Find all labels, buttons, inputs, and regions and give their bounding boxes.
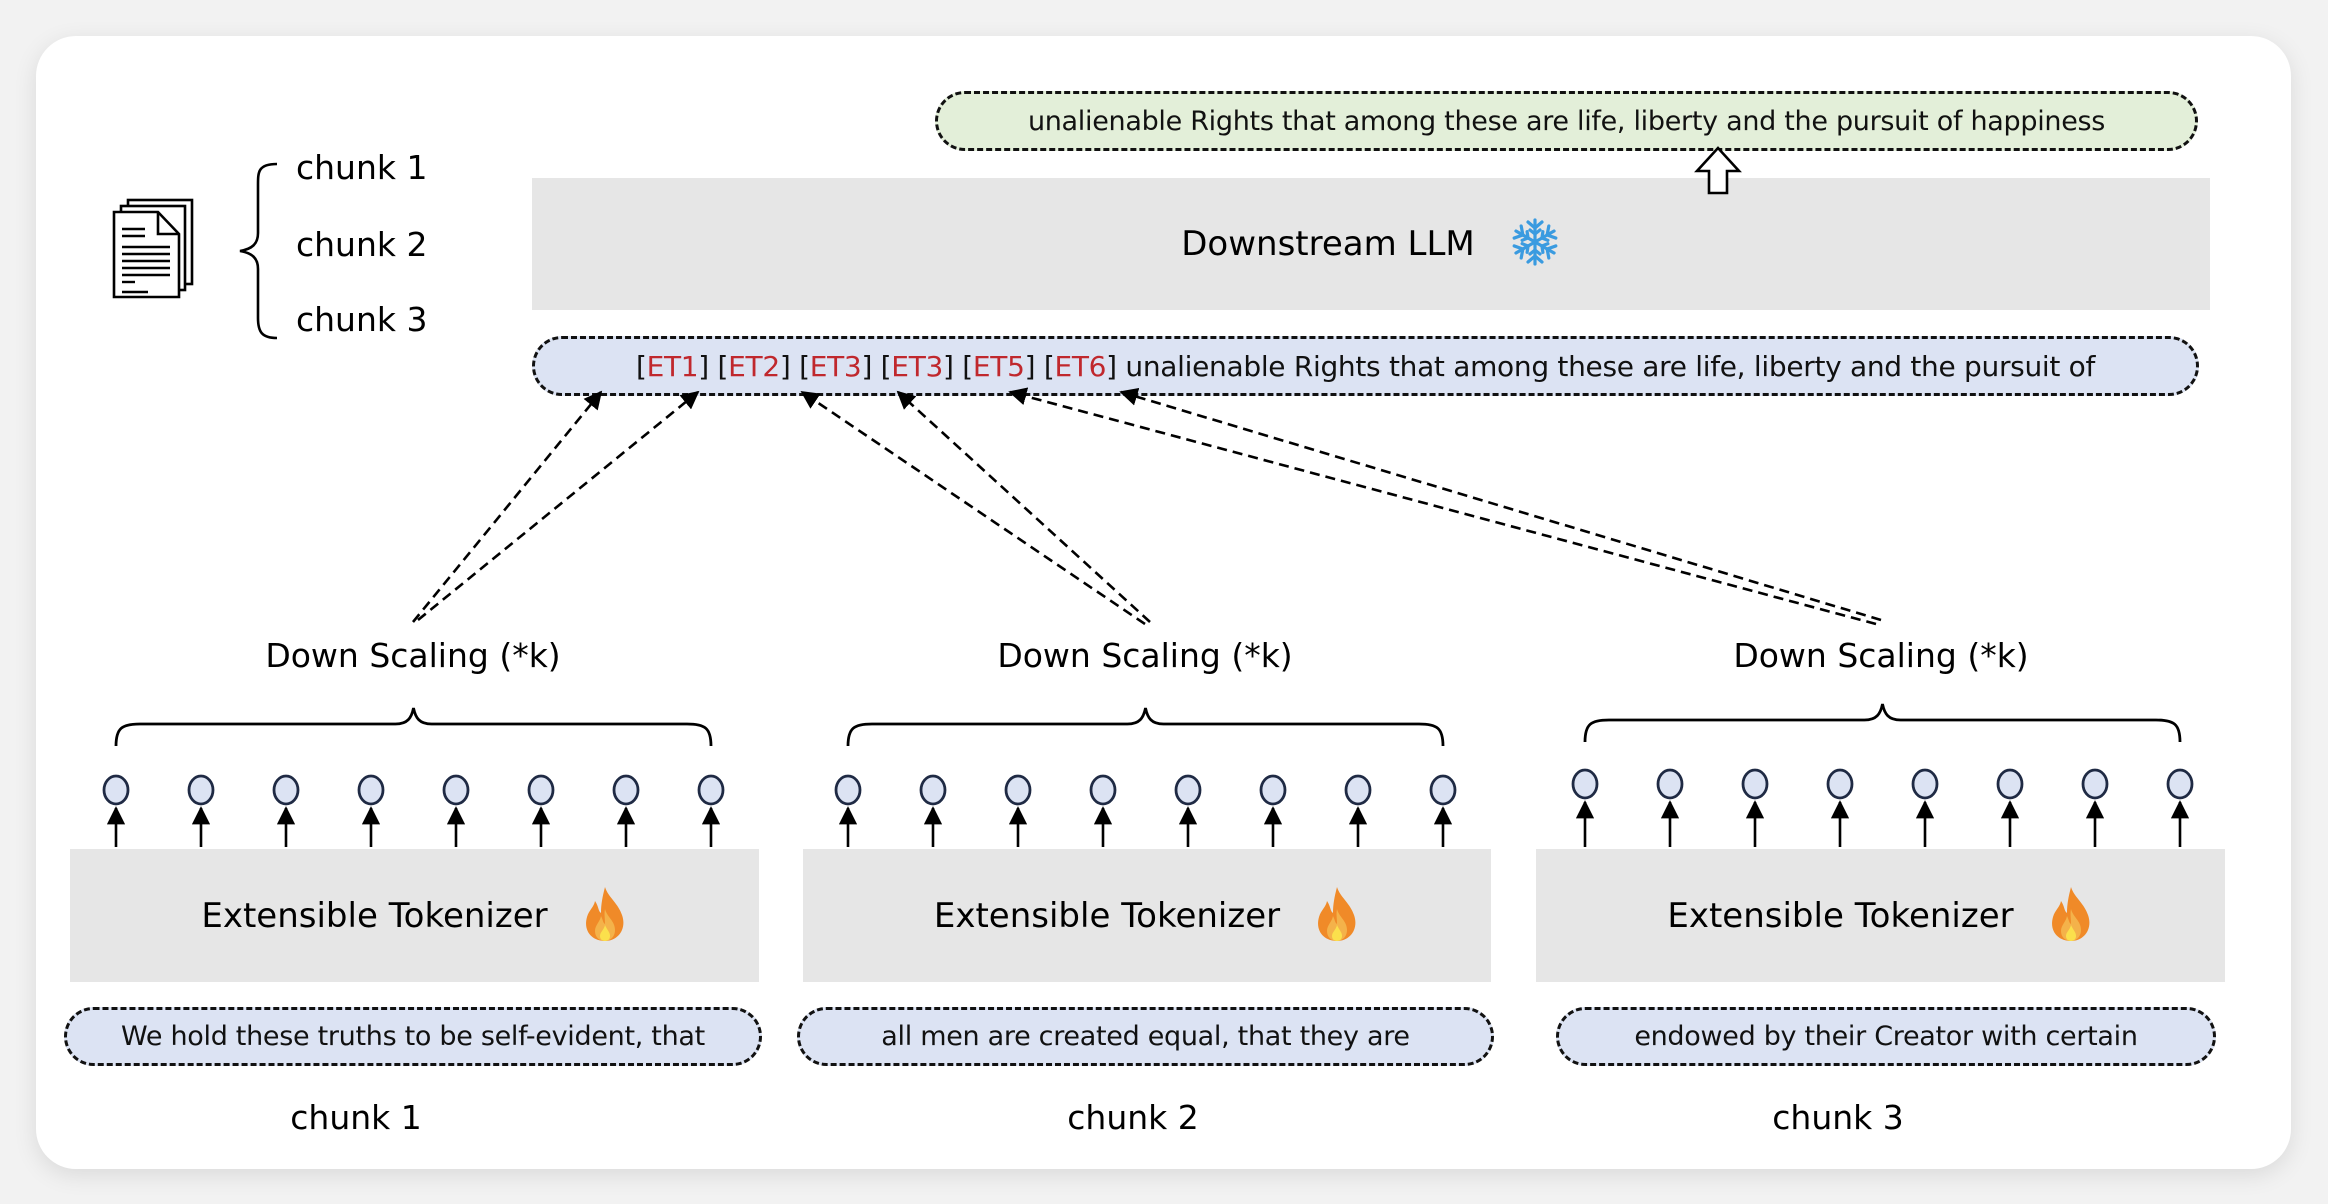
chunk-input-box-1: We hold these truths to be self-evident,…	[64, 1007, 762, 1066]
extensible-tokenizer-box-2: Extensible Tokenizer	[803, 849, 1491, 982]
chunk-input-box-3: endowed by their Creator with certain	[1556, 1007, 2216, 1066]
chunk-input-box-2: all men are created equal, that they are	[797, 1007, 1494, 1066]
token-et-3: [ET3]	[799, 349, 873, 383]
token-sequence-box: [ET1] [ET2] [ET3] [ET3] [ET5] [ET6] unal…	[532, 336, 2199, 396]
output-text: unalienable Rights that among these are …	[1027, 105, 2106, 137]
chunk-label-3: chunk 3	[1772, 1098, 1904, 1137]
extensible-tokenizer-box-3: Extensible Tokenizer	[1536, 849, 2225, 982]
doc-chunk-label-3: chunk 3	[296, 300, 428, 339]
token-et-6: [ET6]	[1043, 349, 1117, 383]
extensible-tokenizer-label-3: Extensible Tokenizer	[1667, 895, 2014, 936]
flame-icon	[582, 885, 628, 947]
chunk-input-text-2: all men are created equal, that they are	[881, 1021, 1410, 1052]
down-scaling-label-2: Down Scaling (*k)	[997, 636, 1293, 675]
token-et-4: [ET3]	[880, 349, 954, 383]
snowflake-icon	[1509, 216, 1561, 272]
doc-chunk-label-2: chunk 2	[296, 225, 428, 264]
chunk-label-1: chunk 1	[290, 1098, 422, 1137]
chunk-label-2: chunk 2	[1067, 1098, 1199, 1137]
doc-chunk-label-1: chunk 1	[296, 148, 428, 187]
token-et-5: [ET5]	[962, 349, 1036, 383]
down-scaling-label-3: Down Scaling (*k)	[1733, 636, 2029, 675]
down-scaling-label-1: Down Scaling (*k)	[265, 636, 561, 675]
extensible-tokenizer-label-1: Extensible Tokenizer	[201, 895, 548, 936]
downstream-llm-label: Downstream LLM	[1181, 224, 1475, 264]
token-et-2: [ET2]	[717, 349, 791, 383]
extensible-tokenizer-label-2: Extensible Tokenizer	[933, 895, 1281, 936]
token-et-1: [ET1]	[635, 349, 709, 383]
downstream-llm-box: Downstream LLM	[532, 178, 2210, 310]
chunk-input-text-1: We hold these truths to be self-evident,…	[121, 1021, 705, 1052]
chunk-input-text-3: endowed by their Creator with certain	[1634, 1021, 2138, 1052]
output-text-box: unalienable Rights that among these are …	[935, 91, 2198, 151]
extensible-tokenizer-box-1: Extensible Tokenizer	[70, 849, 759, 982]
flame-icon	[1314, 885, 1360, 947]
token-row-text: unalienable Rights that among these are …	[1125, 349, 2096, 383]
flame-icon	[2048, 885, 2094, 947]
